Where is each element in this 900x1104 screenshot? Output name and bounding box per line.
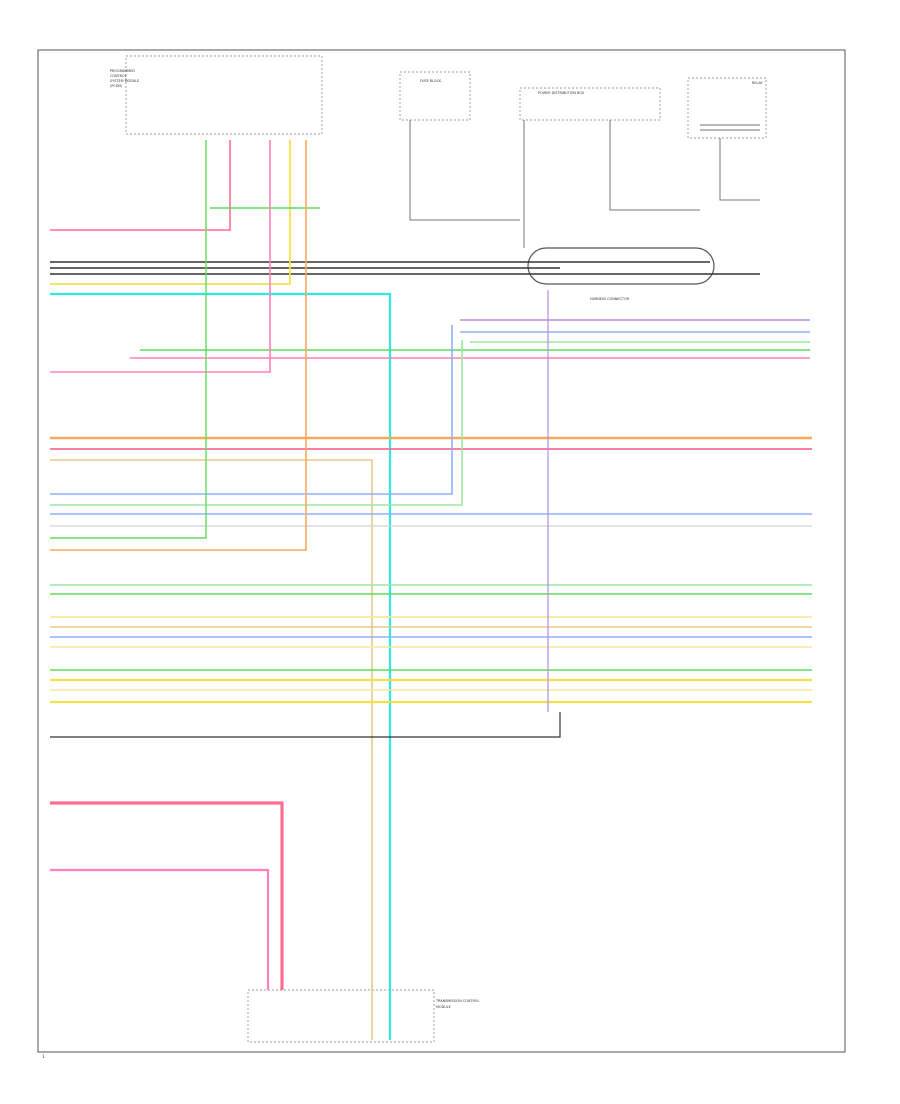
connector-bundle: HARNESS CONNECTOR xyxy=(527,247,715,301)
wire-cyan-main xyxy=(50,292,392,1040)
wire-red-top xyxy=(50,140,231,231)
svg-text:HARNESS CONNECTOR: HARNESS CONNECTOR xyxy=(590,297,630,301)
wire-gray-v2 xyxy=(409,120,520,221)
svg-text:RELAY: RELAY xyxy=(752,81,764,85)
bottom-module: TRANSMISSION CONTROL MODULE xyxy=(247,989,479,1043)
svg-text:CONTROL: CONTROL xyxy=(110,74,127,78)
wire-yellow-top xyxy=(50,140,291,285)
diagram-frame xyxy=(37,49,846,1053)
wire-pink-bottom xyxy=(50,868,270,990)
wire-runs xyxy=(50,120,812,1040)
svg-text:PROGRAMMED: PROGRAMMED xyxy=(110,69,135,73)
svg-text:TRANSMISSION CONTROL: TRANSMISSION CONTROL xyxy=(435,999,479,1003)
top-center-module: POWER DISTRIBUTION BOX FUSE BLOCK xyxy=(399,71,661,121)
page-number: 1 xyxy=(42,1054,45,1059)
svg-text:(PCSM): (PCSM) xyxy=(110,84,123,88)
wire-tan-drop xyxy=(50,459,373,1040)
svg-text:POWER DISTRIBUTION BOX: POWER DISTRIBUTION BOX xyxy=(538,91,585,95)
top-right-switch: RELAY xyxy=(687,77,767,139)
wire-red-bottom xyxy=(50,801,284,990)
wire-pink-2 xyxy=(50,140,271,373)
svg-text:FUSE BLOCK: FUSE BLOCK xyxy=(420,79,442,83)
wire-gray-v3 xyxy=(609,120,700,211)
wire-lt-green-long xyxy=(50,340,463,506)
wire-orange-v xyxy=(50,140,307,551)
top-left-module: PROGRAMMED CONTROL SYSTEM MODULE (PCSM) xyxy=(110,55,323,135)
wire-gray-v4 xyxy=(719,138,760,201)
svg-text:SYSTEM MODULE: SYSTEM MODULE xyxy=(110,79,139,83)
svg-text:MODULE: MODULE xyxy=(436,1005,451,1009)
wire-green-v xyxy=(50,140,207,539)
wire-black-low xyxy=(50,712,561,738)
wire-blue-long xyxy=(50,325,453,495)
